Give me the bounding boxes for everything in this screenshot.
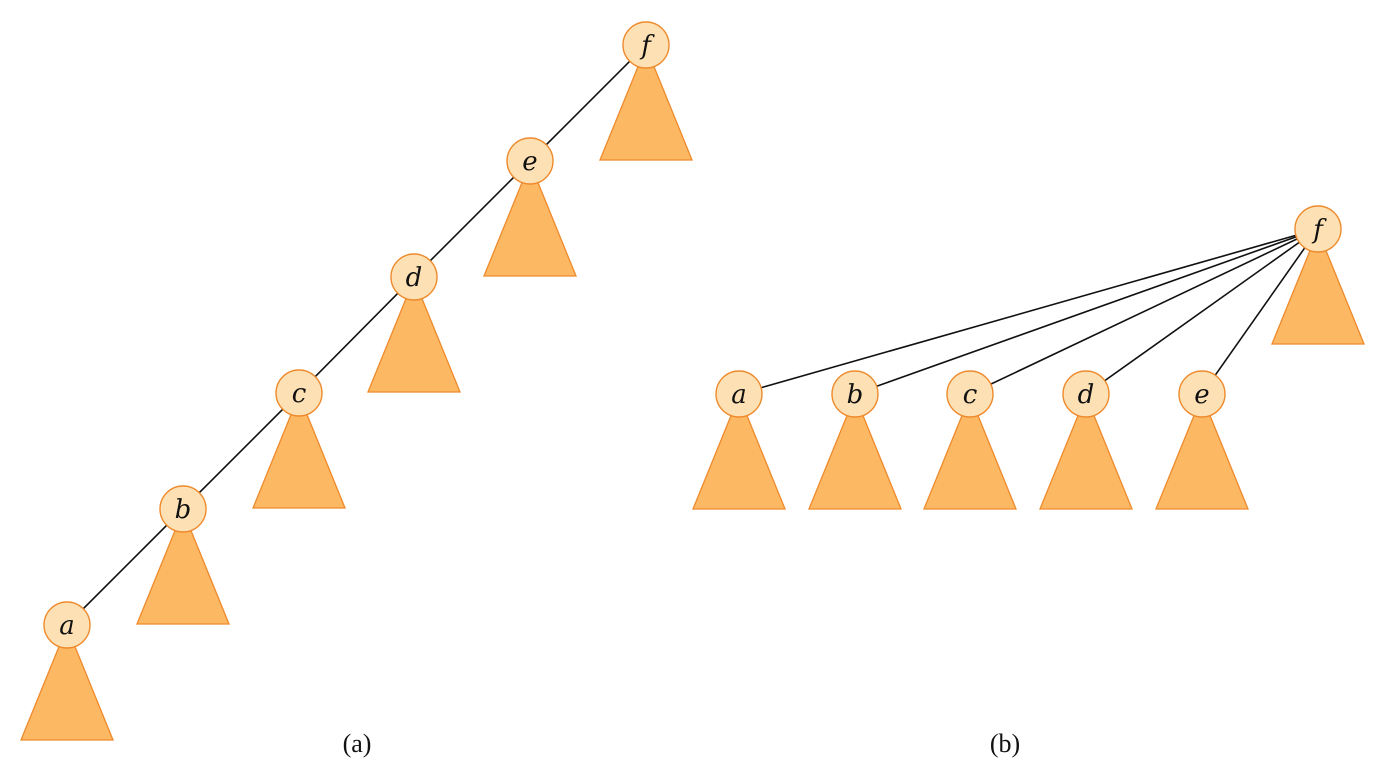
edge-c-f bbox=[969, 228, 1319, 395]
node-c: c bbox=[946, 370, 994, 418]
node-d: d bbox=[390, 253, 438, 301]
node-label-c: c bbox=[292, 379, 307, 409]
subtree-triangle-d bbox=[1039, 394, 1133, 510]
node-e: e bbox=[506, 137, 554, 185]
subtrees-b bbox=[692, 229, 1365, 510]
edge-b-c bbox=[182, 392, 300, 510]
edge-a-f bbox=[738, 228, 1319, 395]
node-circle-a bbox=[43, 601, 91, 649]
node-circle-d bbox=[1062, 370, 1110, 418]
node-label-d: d bbox=[406, 263, 423, 293]
node-circle-d bbox=[390, 253, 438, 301]
node-circle-e bbox=[1178, 370, 1226, 418]
edge-a-b bbox=[66, 508, 184, 626]
edge-e-f bbox=[1201, 228, 1319, 395]
subtree-triangle-d bbox=[367, 277, 461, 393]
node-label-e: e bbox=[522, 147, 537, 177]
nodes-b: a b c d e f bbox=[715, 205, 1342, 418]
node-circle-c bbox=[275, 369, 323, 417]
node-f: f bbox=[1294, 205, 1342, 253]
edge-d-e bbox=[413, 160, 531, 278]
node-circle-b bbox=[831, 370, 879, 418]
node-label-a: a bbox=[59, 611, 75, 641]
node-label-e: e bbox=[1194, 380, 1209, 410]
subtree-triangle-a bbox=[20, 625, 114, 741]
node-label-b: b bbox=[847, 380, 864, 410]
subtrees-a bbox=[20, 45, 693, 741]
node-e: e bbox=[1178, 370, 1226, 418]
subtree-triangle-e bbox=[483, 161, 577, 277]
edges-b bbox=[738, 228, 1319, 395]
caption-a: (a) bbox=[343, 729, 372, 758]
subtree-triangle-e bbox=[1155, 394, 1249, 510]
diagram-a: a b c d e f bbox=[20, 21, 693, 741]
node-circle-a bbox=[715, 370, 763, 418]
node-b: b bbox=[159, 485, 207, 533]
edges-a bbox=[66, 44, 647, 626]
subtree-triangle-f bbox=[1271, 229, 1365, 345]
caption-b: (b) bbox=[990, 729, 1020, 758]
node-c: c bbox=[275, 369, 323, 417]
node-label-a: a bbox=[731, 380, 747, 410]
node-d: d bbox=[1062, 370, 1110, 418]
node-circle-b bbox=[159, 485, 207, 533]
node-b: b bbox=[831, 370, 879, 418]
subtree-triangle-c bbox=[252, 393, 346, 509]
node-a: a bbox=[43, 601, 91, 649]
edge-e-f bbox=[529, 44, 647, 162]
edge-d-f bbox=[1085, 228, 1319, 395]
diagram-b: a b c d e f bbox=[692, 205, 1365, 510]
node-a: a bbox=[715, 370, 763, 418]
node-circle-c bbox=[946, 370, 994, 418]
node-label-d: d bbox=[1078, 380, 1095, 410]
nodes-a: a b c d e f bbox=[43, 21, 670, 649]
subtree-triangle-a bbox=[692, 394, 786, 510]
edge-b-f bbox=[854, 228, 1319, 395]
node-f: f bbox=[622, 21, 670, 69]
node-label-b: b bbox=[175, 495, 192, 525]
subtree-triangle-b bbox=[808, 394, 902, 510]
node-circle-e bbox=[506, 137, 554, 185]
node-circle-f bbox=[1294, 205, 1342, 253]
subtree-triangle-f bbox=[599, 45, 693, 161]
subtree-triangle-b bbox=[136, 509, 230, 625]
node-label-c: c bbox=[963, 380, 978, 410]
edge-c-d bbox=[298, 276, 415, 394]
node-circle-f bbox=[622, 21, 670, 69]
subtree-triangle-c bbox=[923, 394, 1017, 510]
